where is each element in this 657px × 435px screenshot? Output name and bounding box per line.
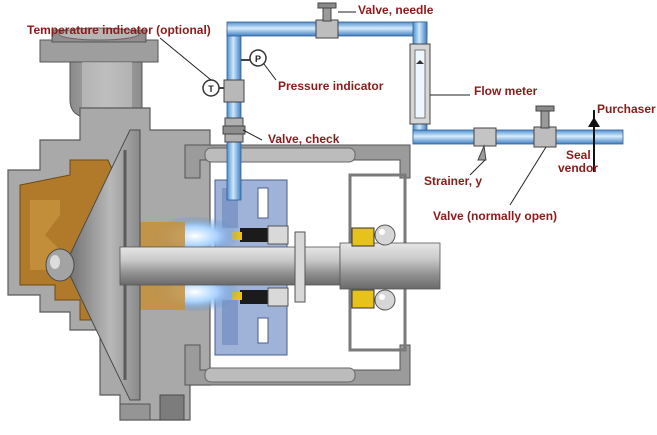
strainer-y [473, 127, 497, 161]
valve-check [222, 117, 246, 143]
temperature-indicator-icon: T [202, 79, 245, 103]
bearings [351, 224, 396, 311]
flow-meter [409, 43, 431, 125]
temperature-symbol: T [208, 84, 214, 94]
pressure-indicator-icon: P [241, 49, 267, 67]
valve-normally-open [533, 105, 557, 148]
shaft [119, 231, 441, 303]
valve-needle [315, 2, 339, 39]
pressure-symbol: P [255, 54, 261, 64]
label-pressure-indicator: Pressure indicator [278, 79, 384, 93]
label-flow-meter: Flow meter [474, 84, 538, 98]
scope-boundary-marker [588, 110, 600, 172]
label-valve-check: Valve, check [268, 132, 340, 146]
label-vendor: vendor [558, 161, 599, 175]
label-valve-needle: Valve, needle [358, 3, 434, 17]
label-seal: Seal [566, 148, 591, 162]
label-purchaser: Purchaser [597, 102, 656, 116]
label-strainer-y: Strainer, y [424, 174, 483, 188]
leader-lines [159, 11, 547, 206]
label-valve-normally-open: Valve (normally open) [433, 209, 558, 223]
label-temperature-indicator: Temperature indicator (optional) [27, 23, 211, 37]
